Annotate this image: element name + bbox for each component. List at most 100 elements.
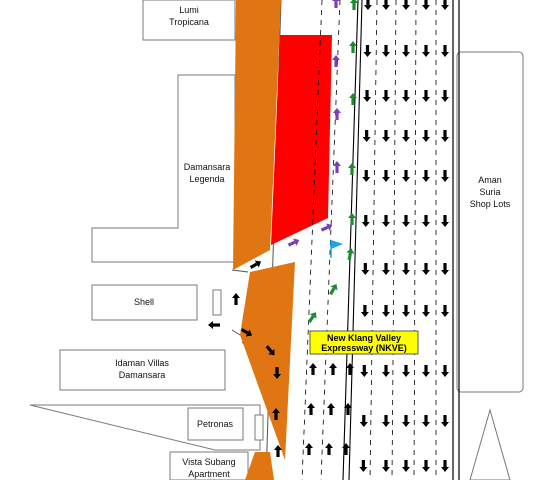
arrow-icon (232, 293, 240, 305)
arrow-icon (348, 163, 356, 175)
arrow-icon (382, 263, 390, 275)
arrow-icon (360, 365, 369, 377)
arrow-icon (329, 363, 337, 375)
arrow-icon (441, 45, 449, 57)
arrow-icon (422, 130, 430, 142)
arrow-icon (359, 460, 368, 472)
arrow-icon (359, 415, 368, 427)
arrow-icon (402, 130, 410, 142)
arrow-icon (382, 415, 390, 427)
lumi-tropicana-building (142, 0, 236, 41)
arrow-icon (286, 236, 302, 249)
arrow-icon (342, 443, 350, 455)
arrow-icon (402, 0, 410, 10)
arrow-icon (309, 363, 317, 375)
arrow-icon (333, 161, 341, 173)
arrow-icon (402, 45, 410, 57)
arrow-icon (361, 215, 370, 227)
arrow-icon (345, 247, 356, 261)
arrow-icon (422, 263, 430, 275)
highway-solid-lines (342, 0, 460, 480)
median-middle (240, 262, 295, 460)
aman-label-line-1: Aman (478, 175, 502, 185)
arrow-icon (422, 90, 430, 102)
vista-label-line-1: Vista Subang (182, 457, 235, 467)
idaman-label-line-2: Damansara (119, 370, 166, 380)
arrow-icon (332, 55, 340, 67)
vista-subang-building (169, 451, 249, 480)
petrol-pump-shell (212, 289, 222, 316)
arrow-icon (441, 0, 449, 10)
arrow-icon (349, 93, 357, 105)
vista-label-line-2: Apartment (188, 469, 230, 479)
arrow-icon (441, 170, 449, 182)
petronas-label: Petronas (197, 419, 234, 429)
median-lower (245, 452, 274, 480)
arrow-icon (402, 170, 410, 182)
arrow-icon (422, 365, 430, 377)
highway-name-line-2: Expressway (NKVE) (321, 343, 407, 353)
aman-suria-shop-lots (456, 51, 524, 393)
arrow-icon (402, 215, 410, 227)
damansara-legenda-building (91, 74, 236, 263)
arrow-icon (382, 90, 390, 102)
arrow-icon (441, 130, 449, 142)
arrow-icon (441, 305, 449, 317)
arrow-icon (382, 130, 390, 142)
arrow-icon (319, 221, 335, 234)
arrow-icon (441, 215, 449, 227)
arrow-icon (402, 90, 410, 102)
arrow-icon (382, 215, 390, 227)
arrow-icon (346, 363, 354, 375)
arrow-icon (350, 0, 358, 10)
highway-label: New Klang Valley Expressway (NKVE) (309, 330, 419, 355)
arrow-icon (402, 365, 410, 377)
work-zone (271, 35, 332, 245)
idaman-label-line-1: Idaman Villas (115, 358, 169, 368)
arrow-icon (349, 41, 357, 53)
lumi-label-line-1: Lumi (179, 5, 199, 15)
legenda-label-line-1: Damansara (184, 162, 231, 172)
arrow-icon (441, 90, 449, 102)
aman-label-line-2: Suria (479, 187, 500, 197)
arrow-icon (333, 108, 341, 120)
arrow-icon (307, 403, 315, 415)
arrow-icon (441, 460, 449, 472)
arrow-icon (422, 170, 430, 182)
arrow-icon (361, 263, 370, 275)
arrow-icon (382, 365, 390, 377)
arrow-icon (422, 0, 430, 10)
flag-icon (330, 240, 343, 258)
arrow-icon (363, 90, 372, 102)
arrow-icon (363, 0, 372, 10)
lumi-label-line-2: Tropicana (169, 17, 209, 27)
arrow-icon (402, 415, 410, 427)
arrow-icon (382, 0, 390, 10)
arrow-icon (402, 305, 410, 317)
petronas-station (187, 407, 244, 441)
arrow-icon (422, 415, 430, 427)
idaman-villas-building (59, 349, 226, 391)
shell-label: Shell (134, 297, 154, 307)
arrow-icon (360, 305, 369, 317)
arrow-icon (402, 263, 410, 275)
highway-name-line-1: New Klang Valley (327, 333, 401, 343)
arrow-icon (402, 460, 410, 472)
arrow-icon (422, 45, 430, 57)
arrow-icon (382, 305, 390, 317)
median-upper (233, 0, 281, 270)
arrow-icon (362, 130, 371, 142)
arrow-icon (363, 45, 372, 57)
legenda-label-line-2: Legenda (189, 174, 224, 184)
arrow-icon (441, 365, 449, 377)
arrow-icon (327, 403, 335, 415)
triangle-island (469, 408, 511, 480)
arrow-icon (441, 415, 449, 427)
arrow-icon (305, 309, 320, 325)
arrow-icon (382, 460, 390, 472)
arrow-icon (332, 0, 340, 8)
arrow-icon (382, 170, 390, 182)
petrol-pump-petronas (254, 414, 264, 441)
arrow-icon (208, 321, 220, 329)
arrow-icon (362, 170, 371, 182)
